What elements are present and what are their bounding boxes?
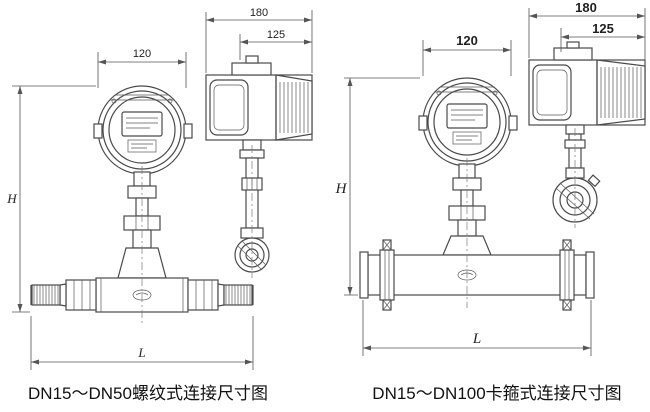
left-side-view bbox=[205, 55, 313, 278]
right-pipe-body bbox=[367, 254, 587, 296]
left-drawing: 120 180 125 H L DN15～DN50螺纹式连接尺寸图 bbox=[6, 7, 313, 403]
left-side-ribbed-cap bbox=[275, 74, 313, 141]
right-drawing: 120 180 125 H L DN15～DN100卡箍式连接尺寸图 bbox=[335, 0, 646, 403]
left-dim-height-label: H bbox=[6, 191, 17, 206]
left-head-lug-right bbox=[183, 123, 193, 139]
right-side-display bbox=[532, 64, 572, 121]
right-triclamp-bolt bbox=[587, 174, 601, 188]
right-pipe-end-left bbox=[359, 251, 369, 299]
right-clamp-band-left bbox=[379, 239, 395, 311]
right-dim-head-width-label: 120 bbox=[456, 33, 478, 48]
right-dim-display-width-label: 125 bbox=[592, 21, 614, 36]
left-side-display bbox=[209, 79, 249, 136]
left-dim-length-label: L bbox=[137, 345, 145, 360]
left-head-lug-left bbox=[93, 123, 103, 139]
right-caption: DN15～DN100卡箍式连接尺寸图 bbox=[372, 384, 621, 403]
right-dim-total-width-label: 180 bbox=[575, 0, 597, 15]
left-dim-head-width-label: 120 bbox=[133, 48, 151, 60]
right-lcd-display bbox=[446, 103, 488, 129]
left-caption: DN15～DN50螺纹式连接尺寸图 bbox=[28, 384, 268, 403]
right-clamp-band-right bbox=[559, 239, 575, 311]
right-head-lug-left bbox=[418, 115, 428, 131]
right-dimensions: 120 180 125 H L bbox=[335, 0, 646, 356]
right-side-view bbox=[528, 41, 646, 228]
left-dim-total-width-label: 180 bbox=[250, 7, 268, 19]
right-side-cap bbox=[553, 47, 593, 61]
right-nameplate bbox=[452, 131, 482, 145]
left-union-left bbox=[65, 279, 97, 311]
right-front-view bbox=[359, 77, 595, 311]
left-side-cap bbox=[231, 62, 272, 76]
left-dim-display-width-label: 125 bbox=[267, 29, 285, 41]
left-front-view bbox=[30, 85, 254, 326]
left-nameplate bbox=[127, 139, 157, 153]
right-pipe-end-right bbox=[585, 251, 595, 299]
right-dim-height-label: H bbox=[335, 181, 348, 197]
left-dimensions: 120 180 125 H L bbox=[6, 7, 313, 370]
left-union-right bbox=[187, 279, 219, 311]
right-head-lug-right bbox=[508, 115, 518, 131]
left-lcd-display bbox=[121, 111, 163, 137]
right-dim-length-label: L bbox=[472, 331, 481, 347]
